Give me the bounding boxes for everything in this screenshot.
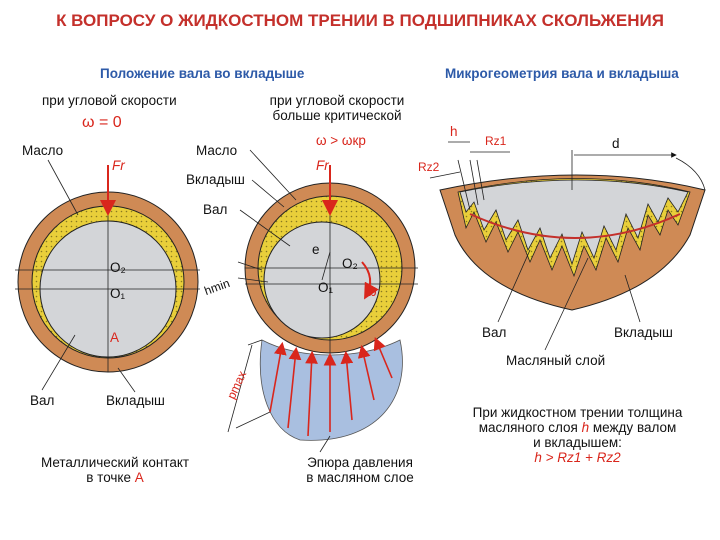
label-force-left: Fr bbox=[112, 158, 125, 173]
label-point-a: А bbox=[110, 330, 120, 345]
conclusion-line2: масляного слоя h между валом bbox=[445, 420, 710, 435]
label-o2-left: O₂ bbox=[110, 260, 126, 275]
case1-caption: при угловой скорости bbox=[42, 93, 177, 108]
conclusion-line2-prefix: масляного слоя bbox=[478, 420, 582, 435]
contact-caption-point: А bbox=[134, 470, 144, 485]
contact-caption-line2: в точке А bbox=[20, 470, 210, 485]
case2-caption: при угловой скорости больше критической bbox=[252, 93, 422, 123]
case1-condition: ω = 0 bbox=[82, 114, 122, 131]
label-bushing-mid: Вкладыш bbox=[186, 172, 245, 187]
conclusion: При жидкостном трении толщина масляного … bbox=[445, 405, 710, 465]
label-shaft-right: Вал bbox=[482, 325, 507, 340]
pressure-diagram bbox=[259, 339, 403, 441]
contact-caption-line1: Металлический контакт bbox=[40, 455, 190, 470]
pressure-caption: Эпюра давления в масляном слое bbox=[290, 455, 430, 485]
conclusion-line1: При жидкостном трении толщина bbox=[472, 405, 683, 420]
label-oil-mid: Масло bbox=[196, 143, 238, 158]
micro-geometry bbox=[429, 141, 706, 351]
label-rz2: Rz2 bbox=[418, 160, 440, 174]
label-o1-left: O₁ bbox=[110, 286, 126, 301]
case2-caption-line2: больше критической bbox=[272, 108, 402, 123]
label-rz1: Rz1 bbox=[485, 134, 507, 148]
case2-condition: ω > ωкр bbox=[316, 133, 366, 148]
label-force-mid: Fr bbox=[316, 158, 329, 173]
label-o2-mid: O₂ bbox=[342, 256, 358, 271]
label-bushing-right: Вкладыш bbox=[614, 325, 673, 340]
conclusion-line3: и вкладышем: bbox=[533, 435, 622, 450]
label-d: d bbox=[612, 136, 620, 151]
label-e: e bbox=[312, 242, 320, 257]
pressure-caption-line2: в масляном слое bbox=[306, 470, 414, 485]
contact-caption-prefix: в точке bbox=[86, 470, 135, 485]
label-h: h bbox=[450, 124, 458, 139]
pressure-caption-line1: Эпюра давления bbox=[307, 455, 413, 470]
label-bushing-left: Вкладыш bbox=[106, 393, 165, 408]
bearing-static bbox=[15, 159, 200, 393]
left-heading: Положение вала во вкладыше bbox=[100, 66, 305, 81]
contact-caption: Металлический контакт в точке А bbox=[20, 455, 210, 485]
bearing-rotating bbox=[227, 149, 418, 453]
label-o1-mid: O₁ bbox=[318, 280, 334, 295]
conclusion-h: h bbox=[581, 420, 590, 435]
label-shaft-mid: Вал bbox=[203, 202, 228, 217]
case2-caption-line1: при угловой скорости bbox=[269, 93, 405, 108]
label-oil-left: Масло bbox=[22, 143, 64, 158]
label-oil-layer: Масляный слой bbox=[506, 353, 606, 368]
conclusion-formula: h > Rz1 + Rz2 bbox=[534, 450, 621, 465]
page-title: К ВОПРОСУ О ЖИДКОСТНОМ ТРЕНИИ В ПОДШИПНИ… bbox=[56, 11, 664, 30]
label-omega: ω bbox=[366, 284, 377, 299]
right-heading: Микрогеометрия вала и вкладыша bbox=[445, 66, 679, 81]
label-shaft-left: Вал bbox=[30, 393, 55, 408]
conclusion-line2-suffix: между валом bbox=[589, 420, 677, 435]
